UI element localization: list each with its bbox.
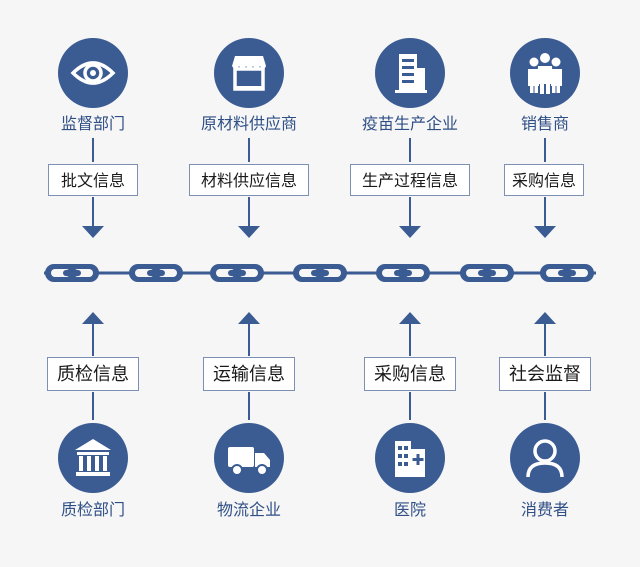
- chain-link-icon: [129, 264, 183, 282]
- connector-line: [544, 197, 546, 227]
- institution-icon: [58, 423, 128, 493]
- entity-label-supplier: 原材料供应商: [200, 114, 297, 133]
- info-box-transport: 运输信息: [203, 357, 295, 391]
- connector-line: [409, 323, 411, 356]
- connector-line: [248, 138, 250, 162]
- connector-line: [544, 138, 546, 162]
- arrow-down-icon: [238, 226, 260, 238]
- chain-link-icon: [45, 264, 99, 282]
- connector-line: [544, 392, 546, 420]
- arrow-down-icon: [399, 226, 421, 238]
- arrow-up-icon: [82, 312, 104, 324]
- arrow-down-icon: [82, 226, 104, 238]
- connector-line: [248, 323, 250, 356]
- entity-label-hospital: 医院: [393, 500, 426, 519]
- entity-label-seller: 销售商: [520, 114, 569, 133]
- connector-line: [248, 392, 250, 420]
- user-icon: [510, 423, 580, 493]
- arrow-up-icon: [399, 312, 421, 324]
- chain-link-icon: [460, 264, 514, 282]
- chain-link-icon: [376, 264, 430, 282]
- info-box-qc: 质检信息: [47, 357, 139, 391]
- entity-label-logistics: 物流企业: [216, 500, 281, 519]
- people-group-icon: [510, 38, 580, 108]
- storefront-icon: [214, 38, 284, 108]
- chain-link-icon: [210, 264, 264, 282]
- connector-line: [409, 138, 411, 162]
- connector-line: [544, 323, 546, 356]
- hospital-icon: [375, 423, 445, 493]
- arrow-up-icon: [534, 312, 556, 324]
- connector-line: [92, 138, 94, 162]
- info-box-production: 生产过程信息: [350, 164, 470, 196]
- truck-icon: [214, 423, 284, 493]
- info-box-hospital-purchase: 采购信息: [364, 357, 456, 391]
- arrow-up-icon: [238, 312, 260, 324]
- arrow-down-icon: [534, 226, 556, 238]
- chain-link-icon: [293, 264, 347, 282]
- entity-label-manufacturer: 疫苗生产企业: [361, 114, 458, 133]
- building-icon: [375, 38, 445, 108]
- connector-line: [248, 197, 250, 227]
- info-box-material: 材料供应信息: [189, 164, 309, 196]
- connector-line: [92, 392, 94, 420]
- info-box-approval: 批文信息: [48, 164, 138, 196]
- chain-link-icon: [540, 264, 594, 282]
- blockchain-chain: [44, 264, 596, 282]
- eye-icon: [58, 38, 128, 108]
- connector-line: [409, 392, 411, 420]
- entity-label-regulator: 监督部门: [60, 114, 125, 133]
- entity-label-qc-dept: 质检部门: [60, 500, 125, 519]
- entity-label-consumer: 消费者: [520, 500, 569, 519]
- connector-line: [92, 323, 94, 356]
- connector-line: [409, 197, 411, 227]
- connector-line: [92, 197, 94, 227]
- info-box-purchase: 采购信息: [504, 164, 584, 196]
- info-box-social-supervision: 社会监督: [499, 357, 591, 391]
